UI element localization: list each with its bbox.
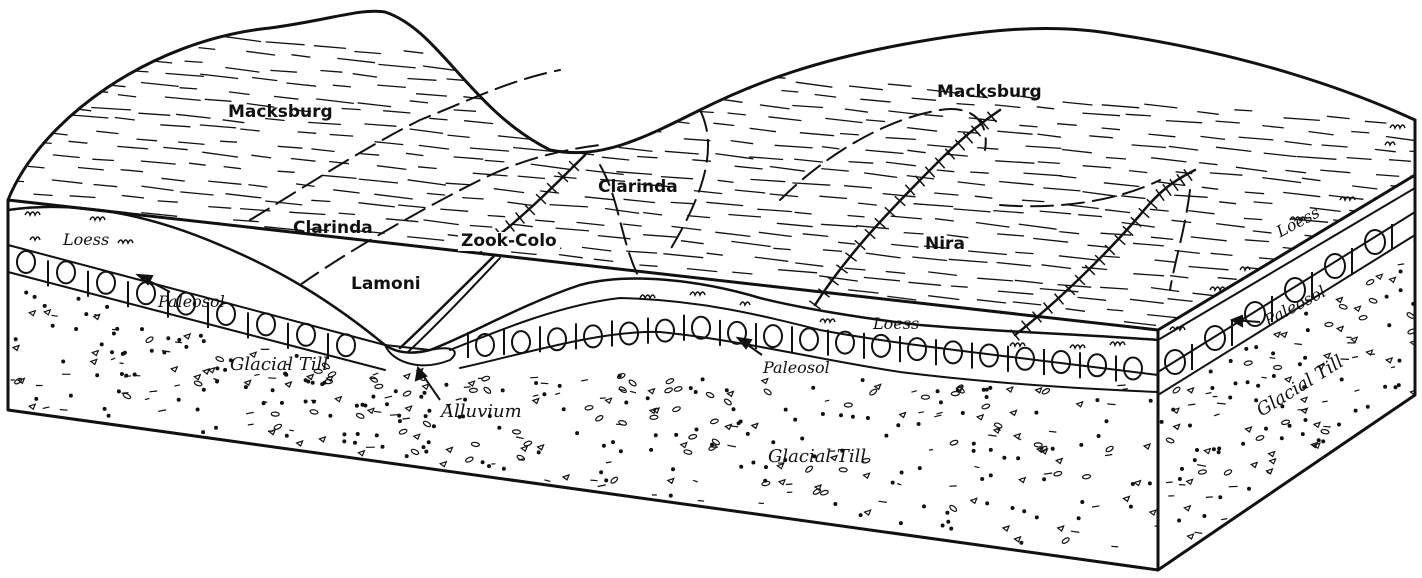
front-face-outline [8,200,1158,570]
alluvium-lens [385,345,455,365]
soil-label-clarinda-center: Clarinda [598,179,678,196]
loess-label-left: Loess [63,232,109,248]
soil-label-macksburg-left: Macksburg [228,104,333,121]
glacial-till-label-center: Glacial Till [768,448,866,466]
front-surface-profile [8,207,1158,353]
soil-label-zook-colo: Zook-Colo [458,232,560,251]
soil-label-clarinda-left: Clarinda [293,220,373,237]
soil-label-lamoni: Lamoni [351,276,421,293]
loess-marks [25,125,1405,348]
loess-label-center: Loess [873,316,919,332]
alluvium-label: Alluvium [441,403,522,421]
drainage-hachures [476,112,1193,341]
soil-label-macksburg-right: Macksburg [937,84,1042,101]
valley-channel-bank [408,258,500,352]
landscape-ridge-outline [8,11,1415,200]
glacial-till-label-left: Glacial Till [230,356,328,374]
soil-label-nira: Nira [925,236,965,253]
valley-channel [400,255,495,348]
paleosol-label-center: Paleosol [763,360,830,376]
paleosol-label-left: Paleosol [158,294,225,310]
